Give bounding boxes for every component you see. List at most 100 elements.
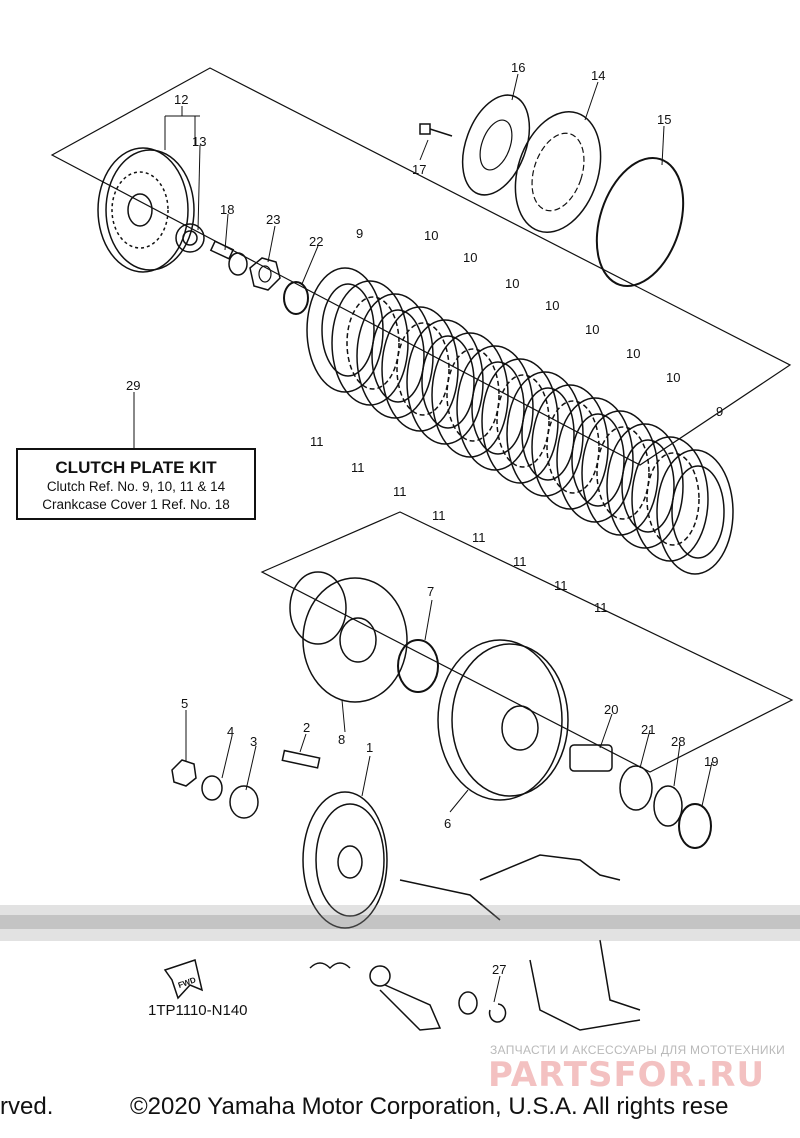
- plate-inner-ring: [596, 426, 650, 520]
- circlip: [488, 1003, 507, 1023]
- plate-inner-ring: [471, 361, 525, 455]
- clutch-plate-stack: [306, 267, 734, 575]
- steel-plate: [406, 319, 484, 445]
- copyright-fragment: rved.: [0, 1093, 54, 1120]
- callout: 11: [393, 484, 407, 499]
- watermark-tagline: ЗАПЧАСТИ И АКСЕССУАРЫ ДЛЯ МОТОТЕХНИКИ: [490, 1043, 786, 1057]
- callout: 11: [351, 460, 365, 475]
- kit-line-crankcase: Crankcase Cover 1 Ref. No. 18: [42, 497, 230, 512]
- callout: 22: [309, 234, 323, 249]
- callout: 20: [604, 702, 618, 717]
- thrust-washer: [397, 639, 439, 693]
- callout: 10: [505, 276, 519, 291]
- primary-drive-gear: [302, 791, 388, 929]
- kit-line-clutch: Clutch Ref. No. 9, 10, 11 & 14: [46, 479, 226, 494]
- watermark-logo: PARTSFOR.RU: [488, 1055, 766, 1095]
- copyright-notice: ©2020 Yamaha Motor Corporation, U.S.A. A…: [130, 1093, 729, 1120]
- steel-plate: [606, 423, 684, 549]
- spring-plate: [514, 111, 602, 233]
- callout: 10: [626, 346, 640, 361]
- callout: 13: [192, 134, 206, 149]
- nut: [249, 257, 281, 291]
- friction-plate: [431, 332, 509, 458]
- callout: 5: [181, 696, 188, 711]
- callout: 27: [492, 962, 506, 977]
- callout-labels: 1 2 3 4 5 6 7 8 9 9 10 10 10 10 10 10 10…: [126, 60, 723, 977]
- nut-5: [171, 759, 197, 787]
- plate-inner-ring: [371, 309, 425, 403]
- steel-plate: [456, 345, 534, 471]
- plate-inner-ring: [421, 335, 475, 429]
- washer-lower: [458, 991, 478, 1015]
- plate-inner-ring: [346, 296, 400, 390]
- spacer: [569, 744, 613, 772]
- upper-assembly-outline: [50, 67, 792, 466]
- friction-plate: [531, 384, 609, 510]
- callout: 10: [424, 228, 438, 243]
- callout: 10: [545, 298, 559, 313]
- needle-bearing: [619, 765, 653, 811]
- plate-inner-ring: [446, 348, 500, 442]
- steel-plate: [306, 267, 384, 393]
- callout: 11: [432, 508, 446, 523]
- friction-plate: [631, 436, 709, 562]
- key: [281, 749, 321, 769]
- callout: 3: [250, 734, 257, 749]
- plate-inner-ring: [646, 452, 700, 546]
- friction-plate: [331, 280, 409, 406]
- plate: [461, 94, 531, 196]
- plate-inner-ring: [521, 387, 575, 481]
- plate-inner-ring: [321, 283, 375, 377]
- bolt: [419, 123, 453, 137]
- friction-plate: [581, 410, 659, 536]
- lever: [369, 965, 442, 1031]
- callout: 19: [704, 754, 718, 769]
- callout: 10: [585, 322, 599, 337]
- callout: 18: [220, 202, 234, 217]
- thrust-bearing: [653, 785, 683, 827]
- callout: 10: [666, 370, 680, 385]
- callout: 9: [716, 404, 723, 419]
- plate-inner-ring: [571, 413, 625, 507]
- clutch-housing: [437, 639, 569, 801]
- callout: 11: [310, 434, 324, 449]
- scan-noise-band: [0, 905, 800, 941]
- steel-plate: [656, 449, 734, 575]
- callout: 12: [174, 92, 188, 107]
- plate-inner-ring: [621, 439, 675, 533]
- callout: 4: [227, 724, 234, 739]
- kit-title: CLUTCH PLATE KIT: [55, 458, 217, 477]
- plate-inner-ring: [396, 322, 450, 416]
- bearing: [175, 223, 205, 253]
- callout: 28: [671, 734, 685, 749]
- callout: 15: [657, 112, 671, 127]
- callout: 9: [356, 226, 363, 241]
- washer-19: [678, 803, 712, 849]
- callout: 16: [511, 60, 525, 75]
- clutch-plate-kit-box: CLUTCH PLATE KIT Clutch Ref. No. 9, 10, …: [16, 448, 256, 520]
- fwd-arrow-icon: FWD: [163, 959, 204, 1000]
- plate-inner-ring: [546, 400, 600, 494]
- wire-ring: [595, 157, 685, 287]
- callout: 1: [366, 740, 373, 755]
- push-rod: [209, 240, 248, 276]
- callout: 8: [338, 732, 345, 747]
- leader-lines: [133, 73, 713, 1003]
- callout: 11: [513, 554, 527, 569]
- callout: 21: [641, 722, 655, 737]
- callout: 2: [303, 720, 310, 735]
- callout: 6: [444, 816, 451, 831]
- friction-plate: [381, 306, 459, 432]
- steel-plate: [506, 371, 584, 497]
- plate-inner-ring: [496, 374, 550, 468]
- plate-inner-ring: [671, 465, 725, 559]
- pressure-plate: [97, 147, 195, 273]
- friction-plate: [481, 358, 559, 484]
- crankcase-sketch: [399, 854, 641, 1031]
- callout: 14: [591, 68, 605, 83]
- callout: 17: [412, 162, 426, 177]
- callout: 11: [594, 600, 608, 615]
- callout: 11: [554, 578, 568, 593]
- spring: [309, 962, 351, 970]
